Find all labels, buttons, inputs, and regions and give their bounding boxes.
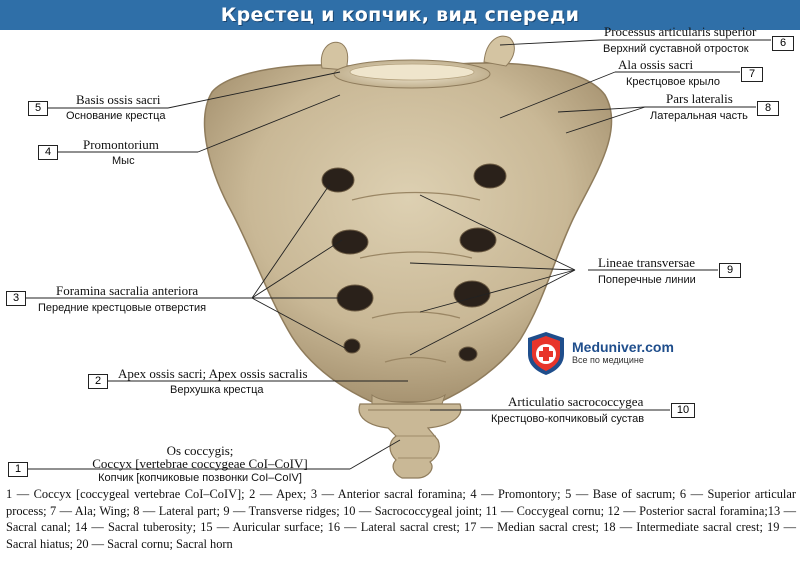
label-7-russian: Крестцовое крыло [626, 76, 720, 88]
label-5-latin: Basis ossis sacri [76, 92, 161, 107]
label-2-russian: Верхушка крестца [170, 384, 264, 396]
label-number-10: 10 [671, 403, 695, 418]
label-5-russian: Основание крестца [66, 110, 166, 122]
label-8-latin: Pars lateralis [666, 91, 733, 106]
label-number-4: 4 [38, 145, 58, 160]
superior-articular-process-right [483, 35, 515, 67]
foramen [473, 163, 507, 189]
label-number-5: 5 [28, 101, 48, 116]
watermark-name: Meduniver.com [572, 339, 674, 355]
label-10-latin: Articulatio sacrococcygea [508, 394, 644, 409]
legend-text: 1 — Coccyx [coccygeal vertebrae CoI–CoIV… [6, 487, 796, 551]
label-3-russian: Передние крестцовые отверстия [38, 302, 207, 314]
label-10-russian: Крестцово-копчиковый сустав [491, 413, 645, 425]
label-6-latin: Processus articularis superior [604, 24, 757, 39]
label-3-latin: Foramina sacralia anteriora [56, 283, 199, 298]
superior-articular-process-left [320, 41, 349, 71]
coccyx [358, 403, 462, 479]
medical-shield-icon [528, 332, 564, 375]
title-bar: Крестец и копчик, вид спереди [0, 0, 800, 30]
label-number-3: 3 [6, 291, 26, 306]
label-1-latin-2: Coccyx [vertebrae coccygeae CoI–CoIV] [92, 456, 308, 471]
page-title: Крестец и копчик, вид спереди [220, 4, 580, 26]
foramen [459, 227, 497, 253]
label-1-latin: Os coccygis; [166, 443, 234, 458]
label-number-1: 1 [8, 462, 28, 477]
label-9-russian: Поперечные линии [598, 274, 696, 286]
meduniver-watermark: Meduniver.com Все по медицине [524, 330, 674, 376]
foramen [321, 167, 355, 193]
label-7-latin: Ala ossis sacri [618, 57, 694, 72]
foramen [343, 338, 361, 354]
sacrum-bone [203, 62, 613, 403]
label-2-latin: Apex ossis sacri; Apex ossis sacralis [118, 366, 308, 381]
label-4-russian: Мыс [112, 155, 135, 167]
label-9-latin: Lineae transversae [598, 255, 696, 270]
watermark-tagline: Все по медицине [572, 355, 644, 365]
foramen [458, 346, 478, 362]
label-number-6: 6 [772, 36, 794, 51]
foramen [331, 229, 369, 255]
label-number-7: 7 [741, 67, 763, 82]
label-6-russian: Верхний суставной отросток [603, 43, 749, 55]
label-number-9: 9 [719, 263, 741, 278]
label-number-2: 2 [88, 374, 108, 389]
label-4-latin: Promontorium [83, 137, 159, 152]
label-8-russian: Латеральная часть [650, 110, 748, 122]
label-1-russian: Копчик [копчиковые позвонки CoI–CoIV] [98, 472, 302, 484]
foramen [453, 280, 491, 308]
label-number-8: 8 [757, 101, 779, 116]
foramen [336, 284, 374, 312]
